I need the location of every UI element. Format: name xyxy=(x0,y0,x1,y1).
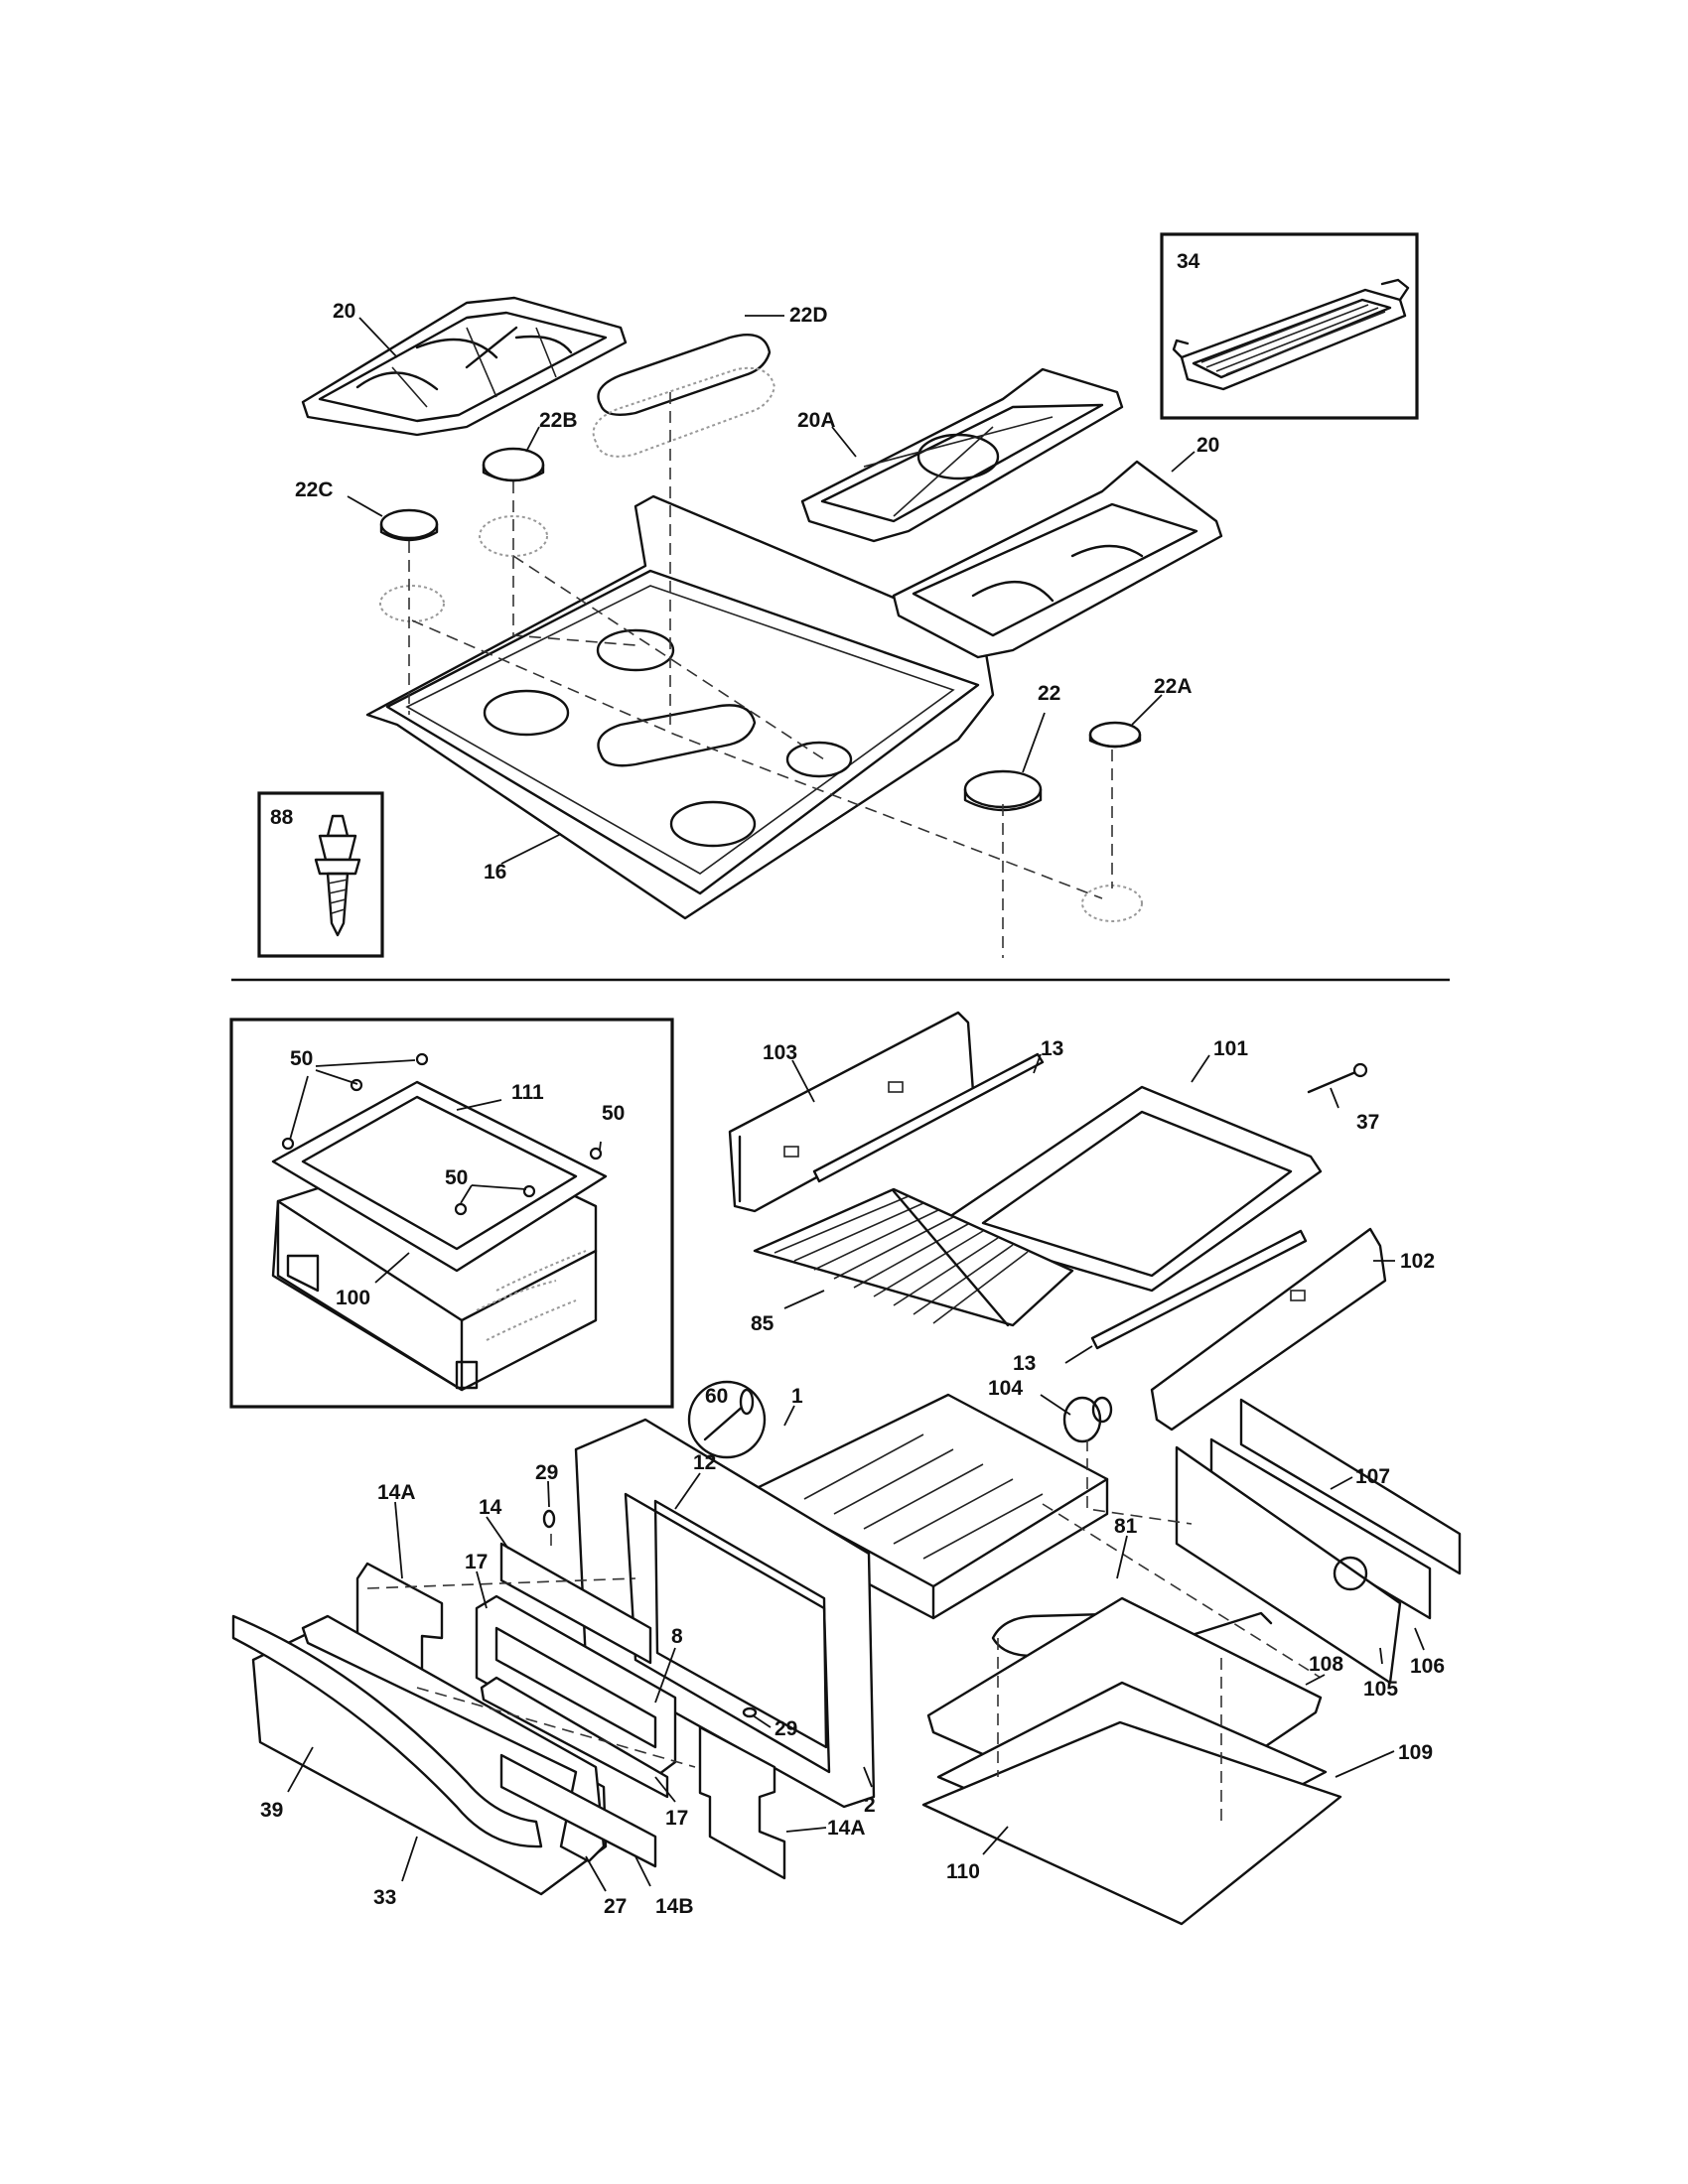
label-bottom-108: 108 xyxy=(1309,1653,1343,1676)
cap-22b xyxy=(479,447,548,557)
grate-20a xyxy=(800,367,1124,543)
label-back-107: 107 xyxy=(1355,1465,1390,1488)
label-liner-1: 1 xyxy=(791,1385,803,1408)
label-sensor-37: 37 xyxy=(1356,1111,1379,1134)
label-back-105: 105 xyxy=(1363,1678,1398,1701)
grate-right xyxy=(892,460,1223,659)
gasket-12 xyxy=(653,1499,828,1749)
label-screw-50a: 50 xyxy=(290,1047,313,1070)
rail-13-top xyxy=(812,1052,1045,1183)
bolt-60 xyxy=(687,1380,767,1459)
label-bottom-109: 109 xyxy=(1398,1741,1433,1764)
cooktop-16 xyxy=(365,494,995,920)
label-rail-13-bottom: 13 xyxy=(1013,1352,1036,1375)
label-griddle: 34 xyxy=(1177,250,1200,273)
knob-104 xyxy=(1062,1396,1113,1443)
label-insul-14a-right: 14A xyxy=(827,1817,866,1840)
label-handle-39: 39 xyxy=(260,1799,283,1822)
label-cap-22b: 22B xyxy=(539,409,578,432)
label-bracket-17-right: 17 xyxy=(665,1807,688,1830)
screw-29-bottom xyxy=(742,1706,758,1718)
label-trim-27: 27 xyxy=(604,1895,627,1918)
alignment-lines-top xyxy=(408,392,1113,958)
label-cap-22: 22 xyxy=(1038,682,1060,705)
label-bracket-17-left: 17 xyxy=(465,1551,488,1573)
back-panel-107 xyxy=(1239,1398,1462,1575)
label-knob-104: 104 xyxy=(988,1377,1023,1400)
label-door-2: 2 xyxy=(864,1794,876,1817)
griddle-inset xyxy=(1160,232,1419,420)
label-top-101: 101 xyxy=(1213,1037,1248,1060)
cap-22d xyxy=(592,333,776,458)
bottom-panel-110 xyxy=(921,1720,1342,1926)
label-cap-22a: 22A xyxy=(1154,675,1193,698)
insulation-14b xyxy=(499,1753,657,1868)
back-panel-105 xyxy=(1175,1445,1402,1685)
sensor-37 xyxy=(1307,1062,1368,1094)
label-grate-left: 20 xyxy=(333,300,355,323)
screw-29-top xyxy=(542,1509,556,1529)
drawer-inset xyxy=(229,1018,674,1409)
label-drawer-100: 100 xyxy=(336,1287,370,1309)
label-back-106: 106 xyxy=(1410,1655,1445,1678)
label-panel-110: 110 xyxy=(946,1860,980,1883)
screw-inset xyxy=(257,791,384,958)
label-bolt-60: 60 xyxy=(705,1385,728,1408)
part-8 xyxy=(480,1676,669,1799)
label-insul-14b: 14B xyxy=(655,1895,694,1918)
griddle-icon xyxy=(1172,278,1410,391)
label-grate-right: 20 xyxy=(1196,434,1219,457)
label-screw-88: 88 xyxy=(270,806,294,829)
label-insul-14a-left: 14A xyxy=(377,1481,416,1504)
label-cooktop: 16 xyxy=(484,861,506,884)
alignment-lines-bottom xyxy=(366,1439,1322,1827)
label-screw-29-top: 29 xyxy=(535,1461,558,1484)
rail-13-bottom xyxy=(1090,1229,1308,1350)
screw-icon xyxy=(314,814,361,937)
panel-111 xyxy=(271,1080,608,1273)
label-grate-20a: 20A xyxy=(797,409,836,432)
label-screw-50b: 50 xyxy=(602,1102,625,1125)
label-rail-13-top: 13 xyxy=(1041,1037,1063,1060)
rack-85 xyxy=(753,1187,1074,1327)
label-door-front-33: 33 xyxy=(373,1886,396,1909)
label-panel-111: 111 xyxy=(511,1081,544,1104)
side-panel-102 xyxy=(1150,1227,1387,1432)
label-insul-14: 14 xyxy=(479,1496,502,1519)
part-labels: 20 22D 22B 22C 20A 20 34 22 22A 88 16 50… xyxy=(260,250,1445,1918)
handle-39 xyxy=(231,1614,543,1848)
label-screw-50c: 50 xyxy=(445,1166,468,1189)
label-element-81: 81 xyxy=(1114,1515,1138,1538)
label-cap-22c: 22C xyxy=(295,478,334,501)
label-screw-29-bottom: 29 xyxy=(774,1717,797,1740)
label-part-8: 8 xyxy=(671,1625,683,1648)
label-side-103: 103 xyxy=(763,1041,797,1064)
leader-lines xyxy=(287,315,1425,1892)
label-gasket-12: 12 xyxy=(693,1451,716,1474)
label-side-102: 102 xyxy=(1400,1250,1435,1273)
label-rack-85: 85 xyxy=(751,1312,774,1335)
cap-22c xyxy=(379,508,445,622)
grate-left xyxy=(301,296,628,437)
label-cap-22d: 22D xyxy=(789,304,828,327)
insulation-14a-right xyxy=(698,1725,786,1880)
insulation-14 xyxy=(499,1542,652,1665)
